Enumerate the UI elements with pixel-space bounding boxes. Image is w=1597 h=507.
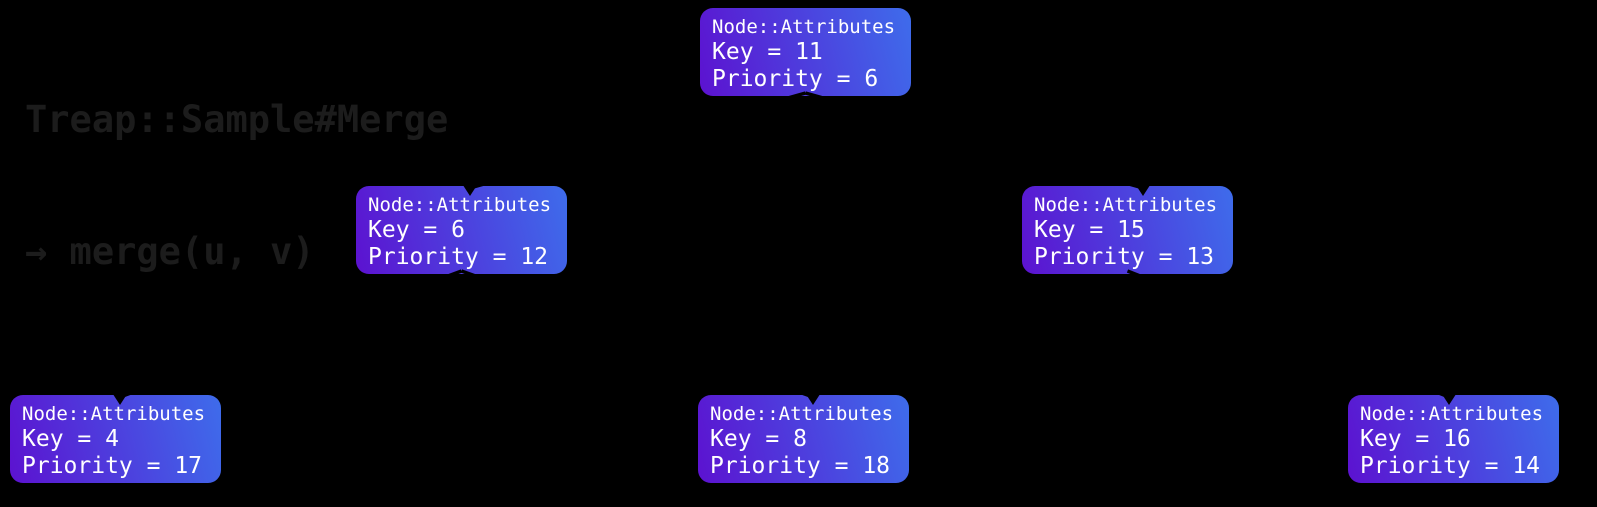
node-priority-label: Priority = 18 xyxy=(710,453,891,479)
node-priority-label: Priority = 14 xyxy=(1360,453,1541,479)
node-type-label: Node::Attributes xyxy=(368,194,552,216)
node-type-label: Node::Attributes xyxy=(710,403,894,425)
node-type-label: Node::Attributes xyxy=(22,403,206,425)
node-priority-label: Priority = 13 xyxy=(1034,244,1215,270)
node-priority-label: Priority = 17 xyxy=(22,453,203,479)
diagram-title: Treap::Sample#Merge → merge(u, v) xyxy=(25,10,448,362)
node-key-label: Key = 15 xyxy=(1034,217,1145,243)
diagram-title-line1: Treap::Sample#Merge xyxy=(25,98,449,141)
node-type-label: Node::Attributes xyxy=(1034,194,1218,216)
node-key-label: Key = 6 xyxy=(368,217,465,243)
node-priority-label: Priority = 6 xyxy=(712,66,879,92)
diagram-title-line2: → merge(u, v) xyxy=(25,230,315,273)
node-type-label: Node::Attributes xyxy=(712,16,896,38)
node-priority-label: Priority = 12 xyxy=(368,244,549,270)
node-type-label: Node::Attributes xyxy=(1360,403,1544,425)
node-key-label: Key = 4 xyxy=(22,426,119,452)
node-key-label: Key = 11 xyxy=(712,39,823,65)
node-key-label: Key = 16 xyxy=(1360,426,1471,452)
node-key-label: Key = 8 xyxy=(710,426,807,452)
